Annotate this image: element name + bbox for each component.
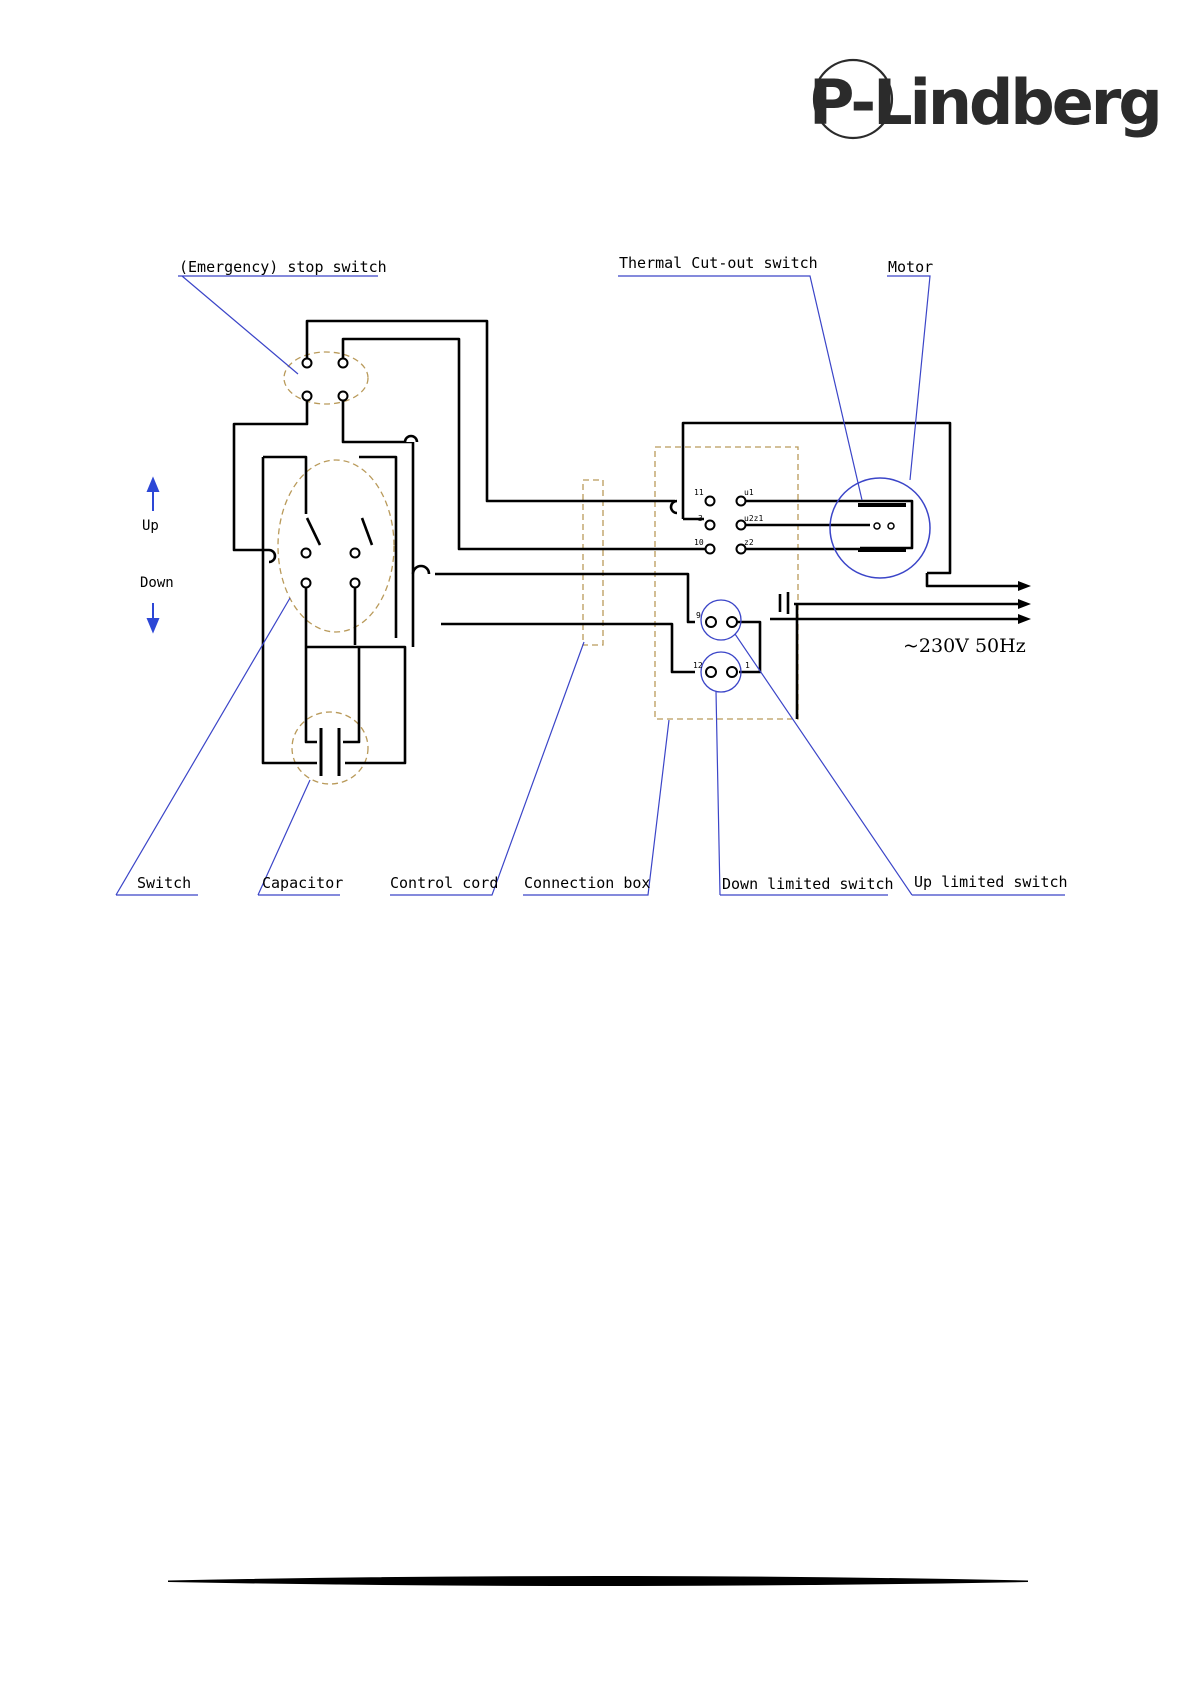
crossover-4: [671, 501, 677, 513]
mains-arrows: [1018, 581, 1031, 624]
wire-stop-to-t10: [343, 339, 707, 549]
leader-up-limit: [735, 634, 1065, 895]
label-up-limit: Up limited switch: [914, 873, 1068, 891]
capacitor-enclosure: [292, 712, 368, 784]
label-motor: Motor: [888, 258, 933, 276]
terminal-9: 9: [696, 611, 701, 620]
terminal-1: 1: [745, 661, 750, 670]
wire-right-feed: [343, 396, 413, 442]
voltage-label: ~230V 50Hz: [903, 635, 1026, 657]
label-stop-switch: (Emergency) stop switch: [179, 258, 387, 276]
terminal-11: 11: [694, 488, 704, 497]
wiring: [234, 321, 1018, 763]
capacitor-plates: [321, 728, 339, 776]
terminal-labels: 11 u1 3 u2z1 10 z2 9 12 1: [693, 488, 763, 670]
terminal-u2z1: u2z1: [744, 514, 763, 523]
wire-mains-3: [770, 604, 1018, 719]
motor-symbol: [830, 478, 930, 578]
terminal-3: 3: [698, 514, 703, 523]
contacts: [302, 359, 746, 678]
control-cord-enclosure: [583, 480, 603, 645]
label-connection-box: Connection box: [524, 874, 650, 892]
dashed-enclosures: [278, 352, 798, 784]
connection-box-enclosure: [655, 447, 798, 719]
terminal-10: 10: [694, 538, 704, 547]
footer-rule-top: [168, 1577, 1028, 1582]
terminal-u1: u1: [744, 488, 754, 497]
ground-symbol: [780, 592, 788, 614]
direction-arrows: [148, 479, 158, 631]
label-thermal-switch: Thermal Cut-out switch: [619, 254, 818, 272]
wire-cap-right: [343, 647, 359, 742]
leader-stop-switch: [178, 276, 378, 374]
footer-rule: [168, 1581, 1028, 1586]
switch-blades: [307, 518, 372, 545]
wire-to-t12: [441, 624, 695, 672]
direction-labels: Up Down: [140, 518, 174, 591]
leader-lines: [116, 276, 1065, 895]
limit-switch-rings: [701, 600, 741, 692]
wire-stop-to-t11: [307, 321, 675, 501]
label-up: Up: [142, 518, 159, 534]
leader-control-cord: [390, 642, 584, 895]
label-capacitor: Capacitor: [262, 874, 343, 892]
wire-left-feed: [234, 396, 307, 550]
terminal-12: 12: [693, 661, 703, 670]
label-switch: Switch: [137, 874, 191, 892]
brand-logo: P-Lindberg: [809, 60, 1160, 139]
crossover-1: [269, 550, 275, 562]
switch-enclosure: [278, 460, 394, 632]
stop-switch-enclosure: [284, 352, 368, 404]
leader-connection-box: [523, 720, 669, 895]
label-down: Down: [140, 575, 174, 591]
crossover-2: [413, 566, 429, 574]
wire-mains-1: [927, 573, 1018, 586]
crossovers: [269, 436, 677, 574]
wire-motor-loop: [683, 423, 950, 573]
leader-motor: [887, 276, 930, 480]
logo-text: P-Lindberg: [809, 66, 1160, 139]
wire-to-t9: [435, 574, 695, 622]
terminal-z2: z2: [744, 538, 754, 547]
label-down-limit: Down limited switch: [722, 875, 894, 893]
leader-down-limit: [716, 691, 888, 895]
label-control-cord: Control cord: [390, 874, 498, 892]
wire-left-rail-low: [263, 563, 317, 763]
wire-switch-left-top: [263, 457, 306, 514]
crossover-3: [405, 436, 417, 442]
wire-switch-right-top: [359, 457, 396, 638]
